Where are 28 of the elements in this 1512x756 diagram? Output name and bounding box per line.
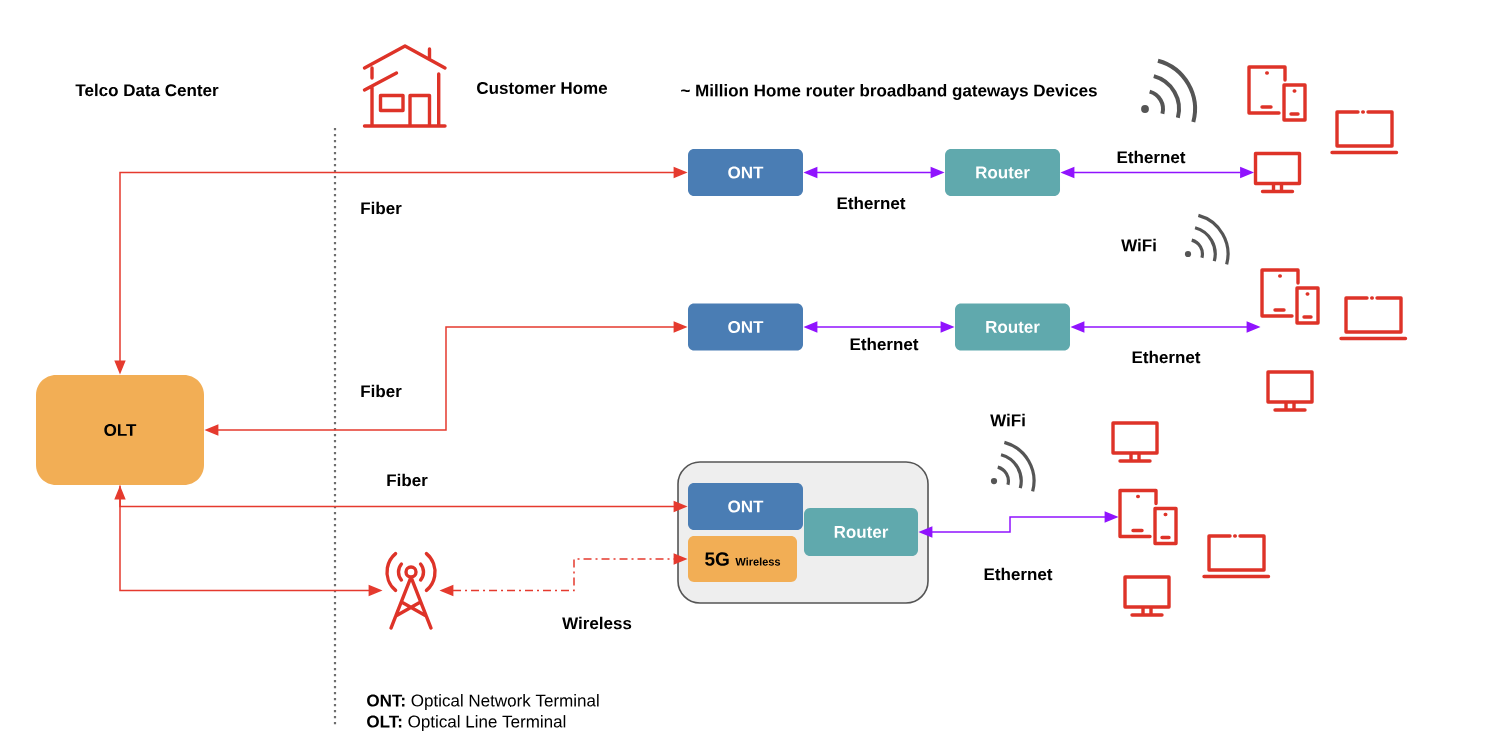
router-box: Router — [945, 149, 1060, 196]
edge-label: Wireless — [560, 614, 634, 632]
tablet-phone-icon — [1118, 488, 1178, 546]
edge-label: Ethernet — [1114, 148, 1188, 166]
ont-box: ONT — [688, 149, 803, 196]
cell-tower-icon — [385, 551, 437, 630]
heading: ~ Million Home router broadband gateways Devices — [681, 84, 1097, 100]
note-text: ONT: Optical Network Terminal — [367, 694, 599, 710]
ont-box: ONT — [688, 303, 803, 351]
ont-box: ONT — [688, 483, 803, 530]
heading: Telco Data Center — [75, 83, 219, 97]
router-box: Router — [804, 508, 918, 556]
edge-label: Ethernet — [1129, 348, 1203, 366]
router-box: Router — [955, 303, 1070, 351]
edge-label: Ethernet — [981, 565, 1055, 583]
edge-label: Ethernet — [834, 194, 908, 212]
edge-label: Fiber — [384, 471, 430, 489]
edge-label: Ethernet — [847, 335, 921, 353]
edge-label: Fiber — [358, 199, 404, 217]
tablet-phone-icon — [1260, 268, 1320, 325]
monitor-icon — [1253, 151, 1302, 194]
wireless-module-box: 5G Wireless — [688, 536, 797, 582]
note-text: OLT: Optical Line Terminal — [367, 715, 566, 731]
heading: Customer Home — [477, 82, 608, 94]
olt-box: OLT — [36, 375, 204, 485]
edge-label: Fiber — [358, 382, 404, 400]
text-label: WiFi — [1121, 238, 1156, 252]
text-label: WiFi — [990, 413, 1025, 427]
